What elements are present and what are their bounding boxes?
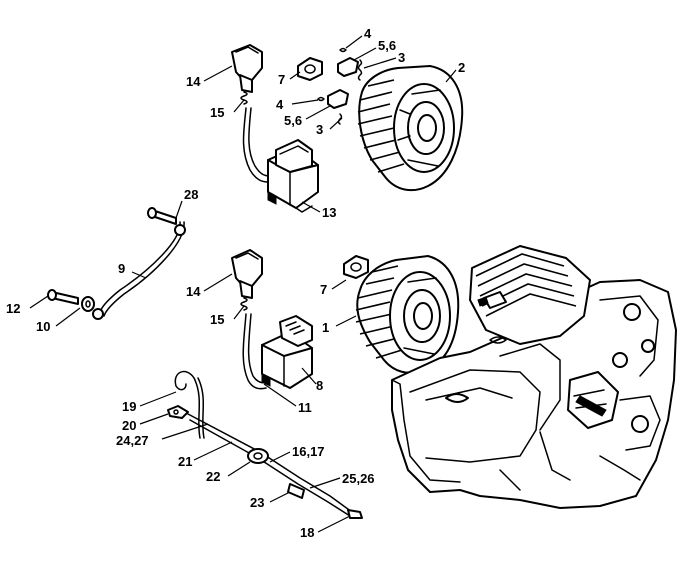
callout-2: 2 (458, 60, 465, 75)
callout-25-26: 25,26 (342, 471, 375, 486)
flywheel-nut-upper (297, 57, 323, 81)
callout-8: 8 (316, 378, 323, 393)
ground-wire-assembly (47, 207, 186, 320)
callout-14-upper: 14 (186, 74, 201, 89)
ignition-module-upper (231, 44, 319, 213)
callout-4-top: 4 (364, 26, 372, 41)
callout-12: 12 (6, 301, 20, 316)
callout-7-lower: 7 (320, 282, 327, 297)
callout-18: 18 (300, 525, 314, 540)
callout-1: 1 (322, 320, 329, 335)
callout-15-lower: 15 (210, 312, 224, 327)
flywheel-lower (355, 255, 460, 374)
callout-19: 19 (122, 399, 136, 414)
short-circuit-wire-assembly (167, 370, 363, 519)
callout-9: 9 (118, 261, 125, 276)
callout-3-top: 3 (398, 50, 405, 65)
flywheel-nut-lower (343, 255, 369, 279)
engine-crankcase (391, 245, 677, 509)
callout-7-upper: 7 (278, 72, 285, 87)
pawl-set-middle (317, 89, 349, 125)
callout-4-middle: 4 (276, 97, 284, 112)
callout-labels: 14 15 7 4 5,6 3 2 4 5,6 3 13 28 9 12 10 … (6, 26, 465, 540)
callout-10: 10 (36, 319, 50, 334)
ignition-module-lower (231, 249, 313, 390)
callout-13: 13 (322, 205, 336, 220)
callout-14-lower: 14 (186, 284, 201, 299)
callout-5-6-top: 5,6 (378, 38, 396, 53)
pawl-set-top (337, 47, 363, 81)
callout-22: 22 (206, 469, 220, 484)
callout-3-middle: 3 (316, 122, 323, 137)
callout-28: 28 (184, 187, 198, 202)
callout-20: 20 (122, 418, 136, 433)
callout-5-6-middle: 5,6 (284, 113, 302, 128)
callout-23: 23 (250, 495, 264, 510)
callout-15-upper: 15 (210, 105, 224, 120)
callout-16-17: 16,17 (292, 444, 325, 459)
callout-21: 21 (178, 454, 192, 469)
flywheel-upper (357, 65, 464, 192)
callout-11: 11 (298, 400, 312, 415)
callout-24-27: 24,27 (116, 433, 149, 448)
leader-lines (29, 35, 457, 533)
